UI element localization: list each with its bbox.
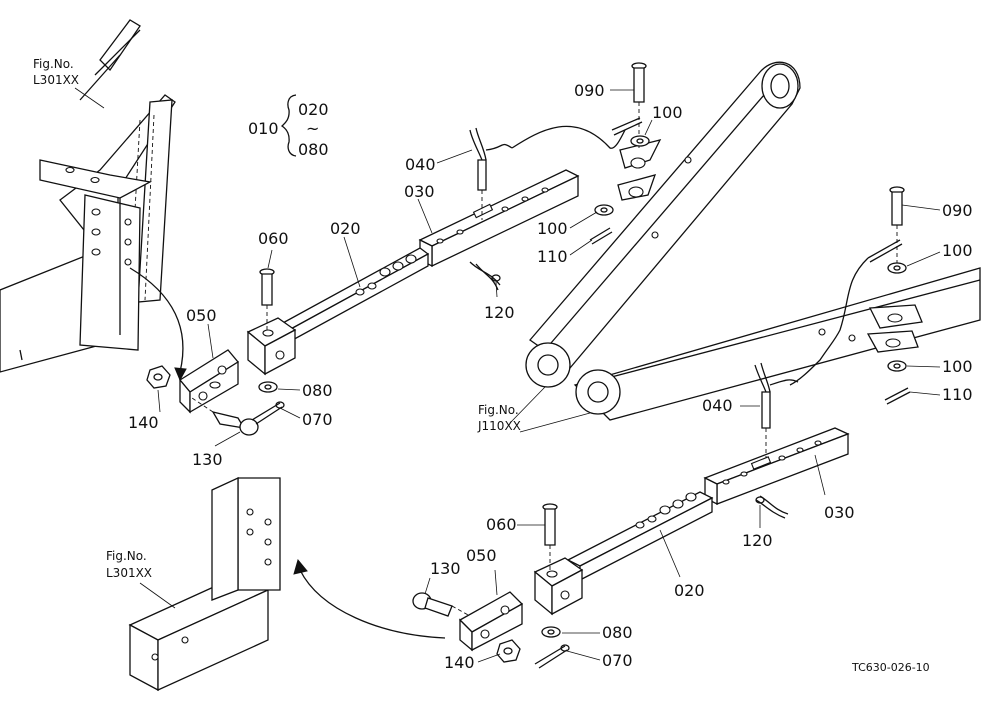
- lower-sway-bar: [412, 362, 850, 669]
- label-100-right-1: 100: [942, 241, 973, 260]
- label-120-lower: 120: [742, 531, 773, 550]
- ref-frame-top-line2: L301XX: [33, 73, 79, 87]
- label-130-lower: 130: [430, 559, 461, 578]
- leader-frame-bottom: [139, 582, 176, 609]
- ref-frame-bottom-line1: Fig.No.: [106, 549, 147, 563]
- label-090-right: 090: [942, 201, 973, 220]
- leader-lift-arm-2: [519, 412, 591, 433]
- ref-frame-bottom-line2: L301XX: [106, 566, 152, 580]
- ref-frame-top-line1: Fig.No.: [33, 57, 74, 71]
- right-pins: [789, 186, 911, 405]
- label-050-lower: 050: [466, 546, 497, 565]
- label-100-upper-1: 100: [652, 103, 683, 122]
- label-010: 010: [248, 119, 279, 138]
- leader-frame-top: [74, 87, 105, 109]
- range-tilde: ~: [306, 119, 319, 138]
- lift-arms: [525, 61, 981, 421]
- label-130-upper: 130: [192, 450, 223, 469]
- label-040-upper: 040: [405, 155, 436, 174]
- frame-bottom-left: [128, 476, 446, 692]
- label-140-lower: 140: [444, 653, 475, 672]
- label-020-range-start: 020: [298, 100, 329, 119]
- label-080-upper: 080: [302, 381, 333, 400]
- label-120-upper: 120: [484, 303, 515, 322]
- frame-top-left: [0, 19, 187, 382]
- label-060-lower: 060: [486, 515, 517, 534]
- label-100-upper-2: 100: [537, 219, 568, 238]
- label-110-right: 110: [942, 385, 973, 404]
- label-050-upper: 050: [186, 306, 217, 325]
- label-020-upper: 020: [330, 219, 361, 238]
- label-030-lower: 030: [824, 503, 855, 522]
- label-020-lower: 020: [674, 581, 705, 600]
- label-030-upper: 030: [404, 182, 435, 201]
- drawing-code: TC630-026-10: [851, 661, 930, 674]
- label-100-right-2: 100: [942, 357, 973, 376]
- label-040-lower: 040: [702, 396, 733, 415]
- label-060-upper: 060: [258, 229, 289, 248]
- label-080-lower: 080: [602, 623, 633, 642]
- label-090-upper: 090: [574, 81, 605, 100]
- assembly-bracket: [280, 94, 297, 157]
- label-140-upper: 140: [128, 413, 159, 432]
- label-080-range-end: 080: [298, 140, 329, 159]
- leader-lift-arm-1: [509, 386, 546, 424]
- label-070-lower: 070: [602, 651, 633, 670]
- ref-lift-arm-line1: Fig.No.: [478, 403, 519, 417]
- label-070-upper: 070: [302, 410, 333, 429]
- leader-lines: [157, 89, 941, 663]
- label-110-upper: 110: [537, 247, 568, 266]
- upper-sway-bar: [146, 62, 650, 436]
- ref-lift-arm-line2: J110XX: [477, 419, 521, 433]
